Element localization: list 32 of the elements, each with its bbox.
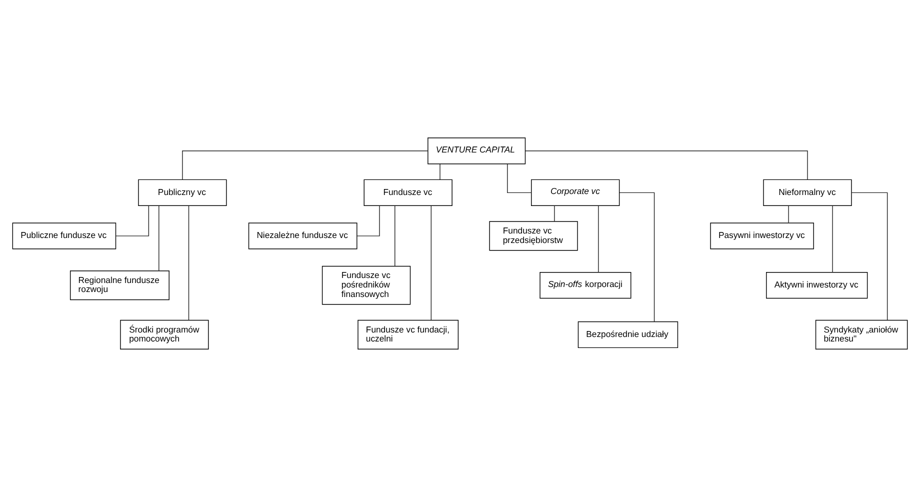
node-box: Aktywni inwestorzy vc (766, 272, 868, 299)
node-box: Corporate vc (531, 179, 620, 206)
connector (188, 205, 190, 320)
node-box: Regionalne fundusze rozwoju (70, 270, 170, 300)
connector (356, 205, 380, 236)
node-box: Publiczny vc (138, 179, 227, 206)
node-box: Bezpośrednie udziały (578, 321, 678, 348)
connector (525, 150, 808, 180)
connector (788, 205, 789, 224)
connector (851, 192, 888, 320)
node-box: Środki programów pomocowych (120, 320, 209, 350)
node-box: Fundusze vc przedsiębiorstw (489, 221, 578, 251)
connector (554, 205, 555, 222)
node-box: Nieformalny vc (763, 179, 852, 206)
connector (507, 164, 532, 194)
node-box: Pasywni inwestorzy vc (710, 222, 814, 250)
node-box: Publiczne fundusze vc (12, 222, 116, 250)
node-box: Fundusze vc (364, 179, 452, 206)
connector (598, 205, 599, 273)
connector (619, 192, 655, 322)
node-box: Syndykaty „aniołów biznesu" (815, 320, 908, 350)
connector (394, 205, 396, 267)
connector (115, 205, 150, 236)
connector (158, 205, 160, 272)
node-box: VENTURE CAPITAL (428, 138, 526, 164)
connector (832, 205, 833, 273)
connector (182, 150, 428, 180)
node-box: Fundusze vc pośredników finansowych (322, 266, 411, 305)
connector (430, 205, 432, 320)
node-box: Niezależne fundusze vc (248, 222, 358, 250)
node-box: Spin-offs korporacji (540, 272, 632, 299)
node-box: Fundusze vc fundacji, uczelni (358, 320, 459, 350)
